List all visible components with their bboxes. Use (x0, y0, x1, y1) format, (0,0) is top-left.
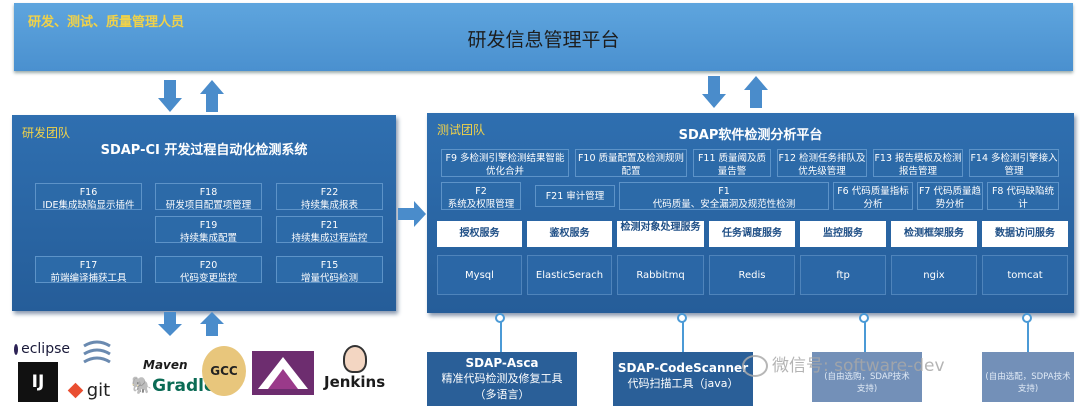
service-box: 数据访问服务 (982, 221, 1068, 247)
infra-box: tomcat (982, 255, 1068, 295)
connector-dot (1022, 313, 1032, 323)
tool-third-party-1: (自由选购，SDAP技术 支持) (812, 352, 922, 402)
connector-dot (495, 313, 505, 323)
test-feature: F9 多检测引擎检测结果智能优化合并 (441, 149, 569, 177)
arrow-up-icon (744, 76, 768, 108)
eclipse-logo: eclipse (14, 339, 70, 359)
gradle-logo: 🐘Gradle (131, 376, 216, 396)
platform-title: 研发信息管理平台 (467, 29, 620, 51)
arrow-down-icon (158, 312, 182, 336)
test-feature: F14 多检测引擎接入管理 (969, 149, 1059, 177)
infra-box: Mysql (437, 255, 522, 295)
infra-box: ngix (891, 255, 977, 295)
wechat-icon (742, 355, 768, 377)
ant-logo (252, 351, 314, 395)
elephant-icon: 🐘 (131, 376, 153, 396)
jenkins-face-icon (343, 345, 367, 373)
watermark: 微信号: software-dev (742, 351, 945, 377)
test-feature: F12 检测任务排队及优先级管理 (777, 149, 867, 177)
dev-bottom-arrows (158, 312, 224, 336)
test-feature: F21 审计管理 (535, 185, 615, 207)
arrow-up-icon (200, 80, 224, 112)
infra-box: Redis (709, 255, 795, 295)
intellij-logo: IJ (18, 362, 58, 402)
jenkins-logo: Jenkins (324, 373, 386, 391)
dev-arrows (158, 80, 224, 112)
connector-dot (859, 313, 869, 323)
infra-box: Rabbitmq (617, 255, 704, 295)
arrow-down-icon (158, 80, 182, 112)
infra-box: ElasticSerach (527, 255, 612, 295)
connector-line (682, 318, 684, 352)
connector-dot (677, 313, 687, 323)
test-feature: F8 代码缺陷统计 (987, 182, 1059, 210)
tool-sdap-asca: SDAP-Asca 精准代码检测及修复工具 （多语言） (427, 352, 577, 406)
test-platform-title: SDAP软件检测分析平台 (678, 128, 823, 143)
test-feature: F6 代码质量指标分析 (833, 182, 913, 210)
test-feature: F10 质量配置及检测规则配置 (575, 149, 687, 177)
service-box: 授权服务 (437, 221, 522, 247)
test-feature: F13 报告模板及检测报告管理 (873, 149, 963, 177)
arrow-up-icon (200, 312, 224, 336)
infra-box: ftp (800, 255, 886, 295)
tool-sdap-codescanner: SDAP-CodeScanner 代码扫描工具（java） (613, 352, 753, 406)
tool-third-party-2: (自由选配，SDPA技术 支持) (982, 352, 1074, 402)
service-box: 检测对象处理服务 (617, 221, 704, 247)
test-feature: F7 代码质量趋势分析 (917, 182, 983, 210)
test-feature: F11 质量阈及质量告警 (693, 149, 771, 177)
test-panel: 测试团队 SDAP软件检测分析平台 F9 多检测引擎检测结果智能优化合并 F10… (427, 113, 1074, 313)
arrow-right-icon (398, 201, 426, 227)
roles-label: 研发、测试、质量管理人员 (28, 15, 185, 30)
connector-line (500, 318, 502, 352)
test-arrows (702, 76, 768, 108)
service-box: 检测框架服务 (891, 221, 977, 247)
dev-team-label: 研发团队 (22, 126, 71, 140)
top-banner: 研发、测试、质量管理人员 研发信息管理平台 (14, 3, 1073, 71)
connector-line (864, 318, 866, 352)
maven-logo: Maven (143, 358, 188, 372)
dev-system-title: SDAP-CI 开发过程自动化检测系统 (100, 143, 308, 158)
service-box: 鉴权服务 (527, 221, 612, 247)
arrow-down-icon (702, 76, 726, 108)
subversion-logo (80, 340, 114, 370)
connector-line (1027, 318, 1029, 352)
gcc-logo: GCC (202, 346, 246, 396)
service-box: 监控服务 (800, 221, 886, 247)
service-box: 任务调度服务 (709, 221, 795, 247)
git-logo: git (62, 378, 118, 402)
test-team-label: 测试团队 (437, 123, 486, 137)
